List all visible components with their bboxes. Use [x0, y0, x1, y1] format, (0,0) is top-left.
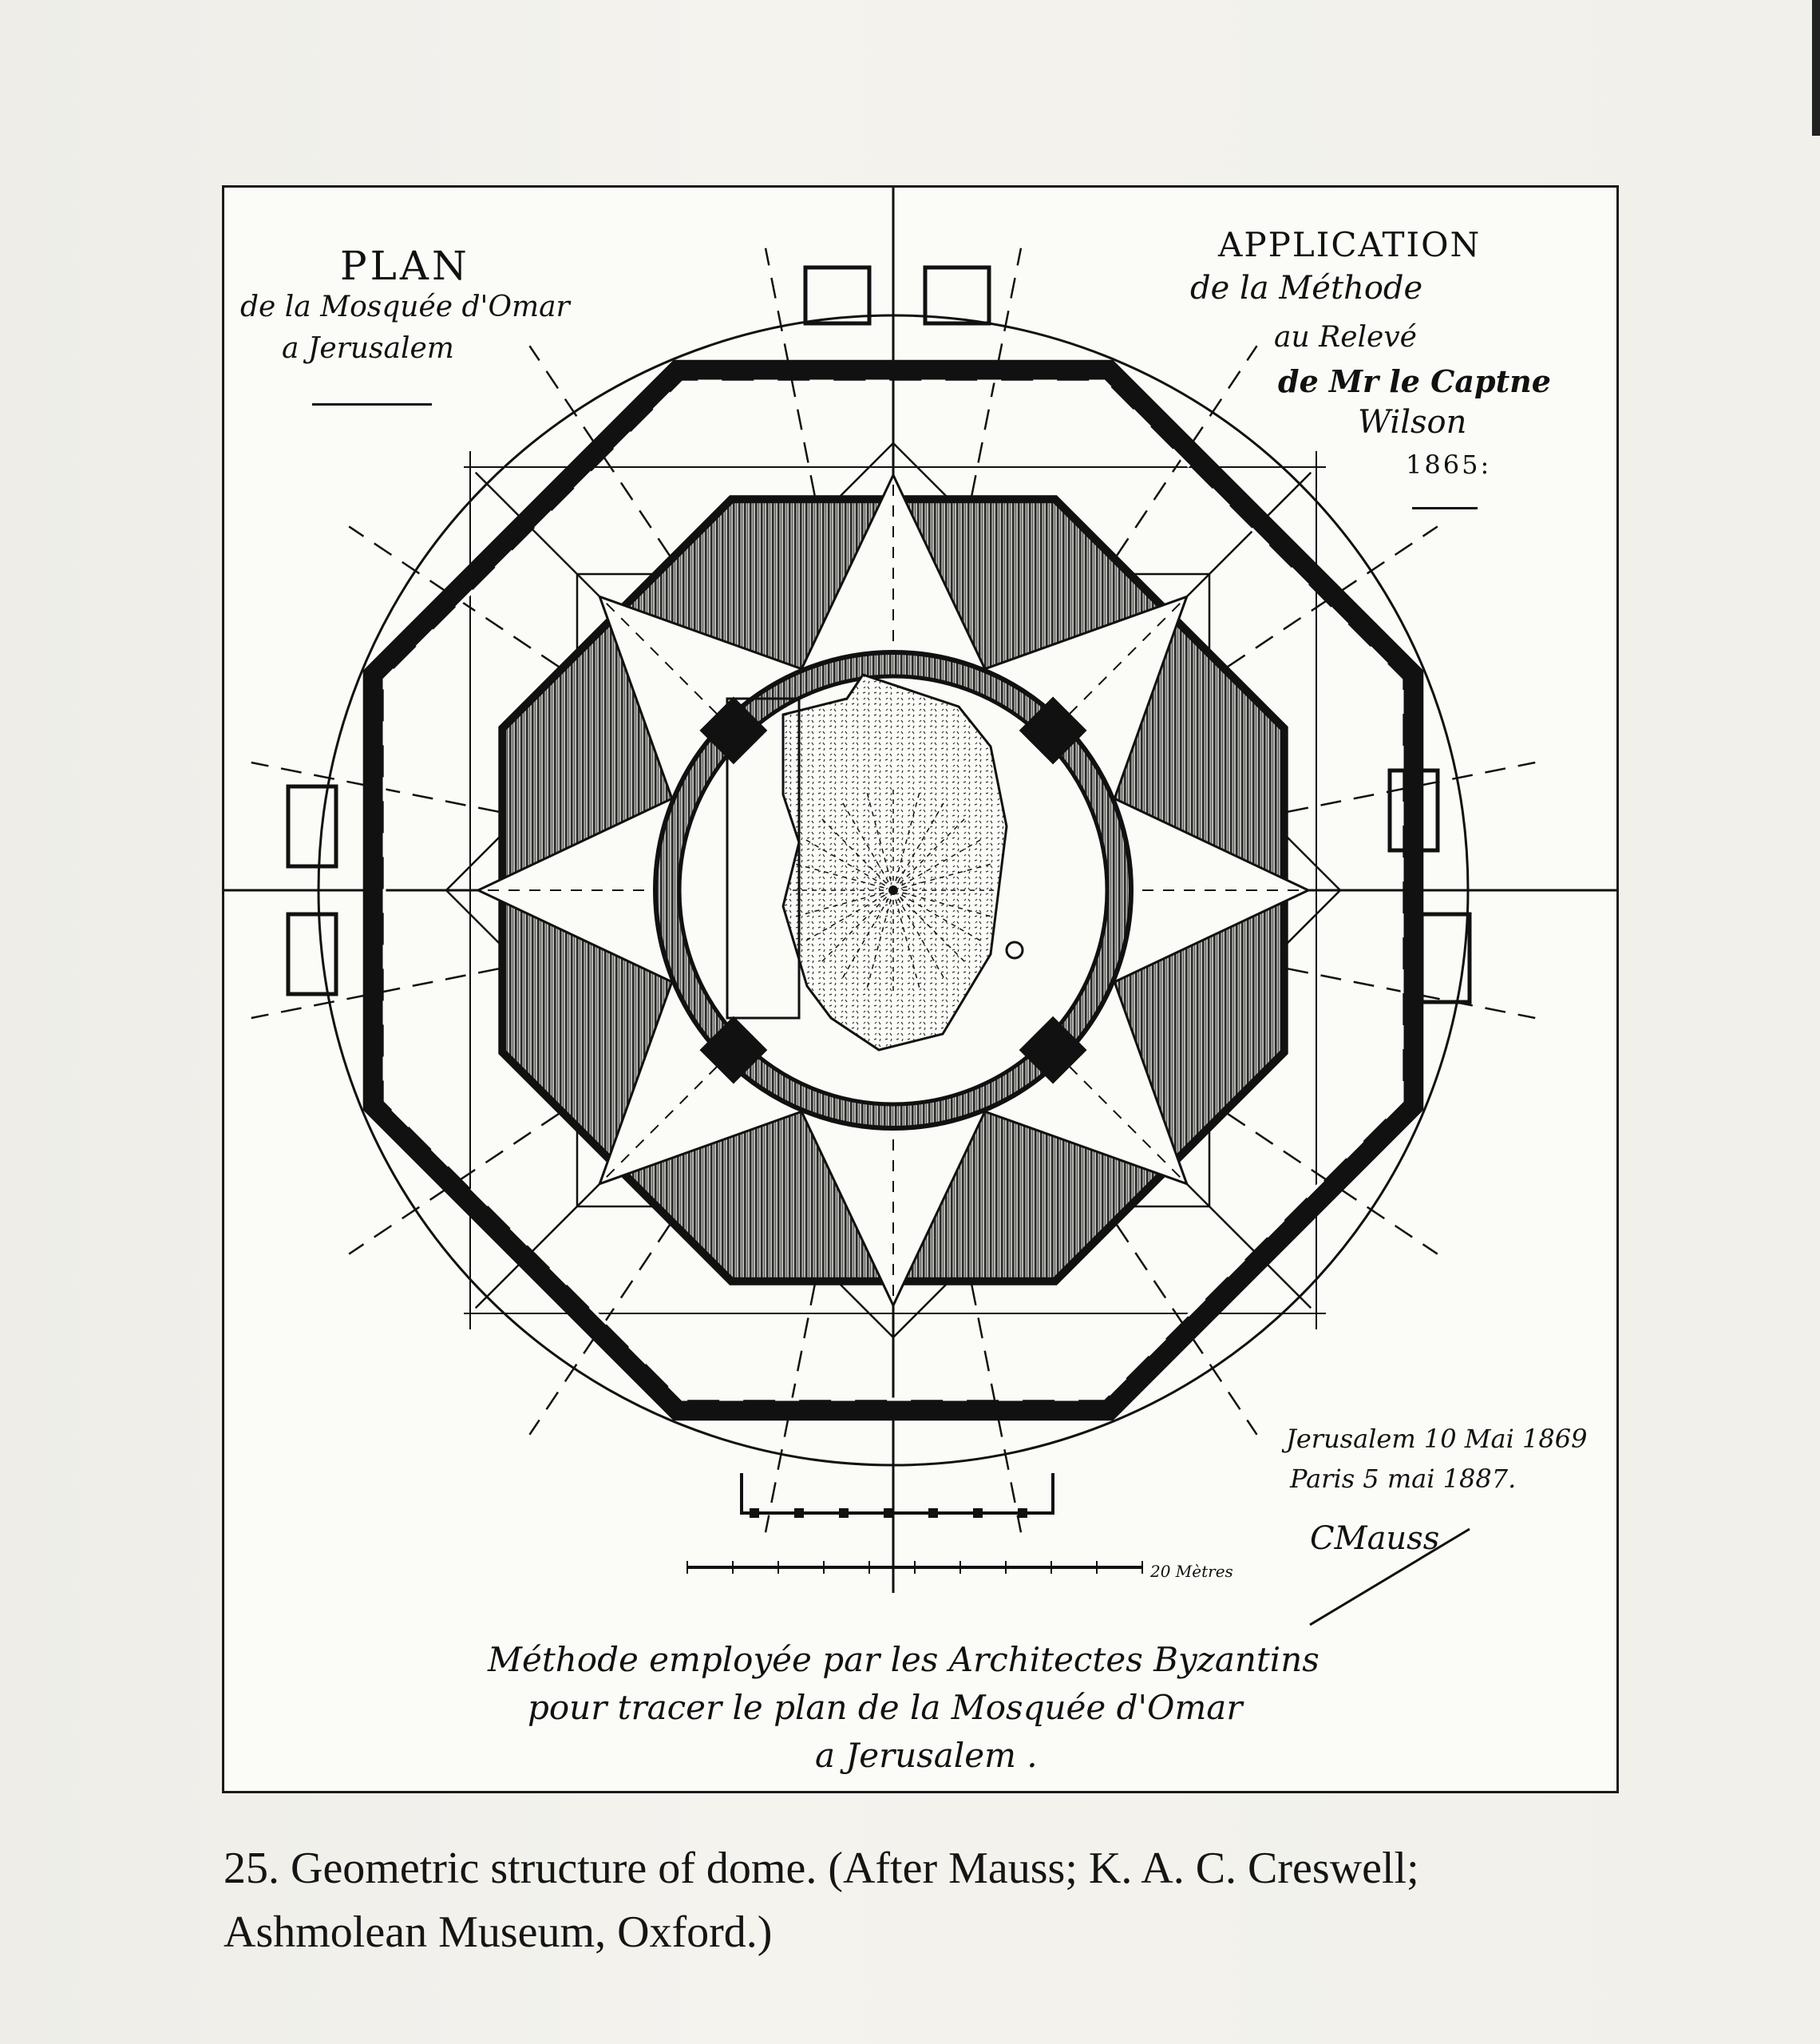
center-ray — [892, 889, 967, 965]
drum-pier — [699, 696, 768, 765]
plan-plate: PLAN de la Mosquée d'Omar a Jerusalem AP… — [222, 185, 1619, 1793]
outer-wall-openings — [382, 379, 1404, 1401]
outer-octagon-wall — [362, 359, 1424, 1421]
south-porch — [740, 1473, 1054, 1515]
bottom-title-line3: a Jerusalem . — [815, 1736, 1038, 1775]
dates-line2: Paris 5 mai 1887. — [1290, 1464, 1517, 1494]
porch-column — [750, 1508, 759, 1518]
center-ray — [892, 838, 983, 891]
porch-column — [794, 1508, 804, 1518]
center-ray — [892, 889, 946, 980]
rock-enclosure — [726, 697, 801, 1020]
sacred-rock-outline — [781, 673, 1008, 1052]
center-ray — [865, 889, 894, 991]
center-ray — [892, 862, 994, 891]
signature-flourish — [1309, 1527, 1470, 1626]
center-ray — [841, 889, 894, 980]
door-projection — [286, 912, 338, 996]
porch-column — [1018, 1508, 1027, 1518]
porch-column — [839, 1508, 849, 1518]
outer-circle — [317, 314, 1470, 1467]
geometric-plan-drawing — [224, 188, 1616, 1626]
figure-caption: 25. Geometric structure of dome. (After … — [224, 1836, 1644, 1964]
title-right-underline — [1412, 507, 1478, 509]
bottom-title-line2: pour tracer le plan de la Mosquée d'Omar — [528, 1688, 1243, 1727]
dates-line1: Jerusalem 10 Mai 1869 — [1286, 1424, 1588, 1454]
plan-marks — [686, 673, 1470, 1626]
drum-pier — [1019, 696, 1087, 765]
porch-column — [973, 1508, 983, 1518]
title-right-line6: 1865: — [1406, 450, 1492, 480]
door-projection — [923, 265, 991, 326]
center-ray — [819, 889, 894, 965]
title-left-line3: a Jerusalem — [282, 332, 454, 365]
center-ray — [803, 889, 894, 943]
caption-line2: Ashmolean Museum, Oxford.) — [224, 1907, 773, 1957]
door-projection — [286, 784, 338, 869]
center-ray — [841, 800, 894, 891]
bottom-title-line1: Méthode employée par les Architectes Byz… — [488, 1640, 1320, 1679]
title-left-line1: PLAN — [340, 243, 470, 289]
center-ray — [892, 800, 946, 891]
center-ray — [892, 816, 967, 891]
title-left-underline — [312, 403, 432, 406]
center-ray — [892, 889, 921, 991]
cave-opening — [1005, 941, 1024, 960]
center-ray — [865, 790, 894, 891]
scale-label: 20 Mètres — [1150, 1562, 1233, 1581]
center-ray — [819, 816, 894, 891]
title-right-line2: de la Méthode — [1190, 270, 1423, 307]
title-left-line2: de la Mosquée d'Omar — [240, 291, 570, 323]
page-edge-shadow — [1812, 0, 1820, 136]
door-projection — [1387, 768, 1440, 853]
center-ray — [892, 889, 994, 918]
porch-column — [884, 1508, 893, 1518]
title-right-line3: au Relevé — [1274, 321, 1417, 354]
signature: CMauss — [1310, 1520, 1440, 1557]
title-right-line5: Wilson — [1358, 404, 1467, 441]
center-ray — [892, 889, 983, 943]
center-ray — [803, 838, 894, 891]
center-ray — [793, 889, 894, 918]
title-right-line1: APPLICATION — [1218, 225, 1482, 264]
title-right-line4: de Mr le Captne — [1278, 363, 1551, 399]
caption-line1: 25. Geometric structure of dome. (After … — [224, 1844, 1419, 1893]
porch-column — [928, 1508, 938, 1518]
center-ray — [793, 862, 894, 891]
door-projection — [1419, 912, 1472, 1004]
door-projection — [803, 265, 872, 326]
center-ray — [892, 790, 921, 891]
